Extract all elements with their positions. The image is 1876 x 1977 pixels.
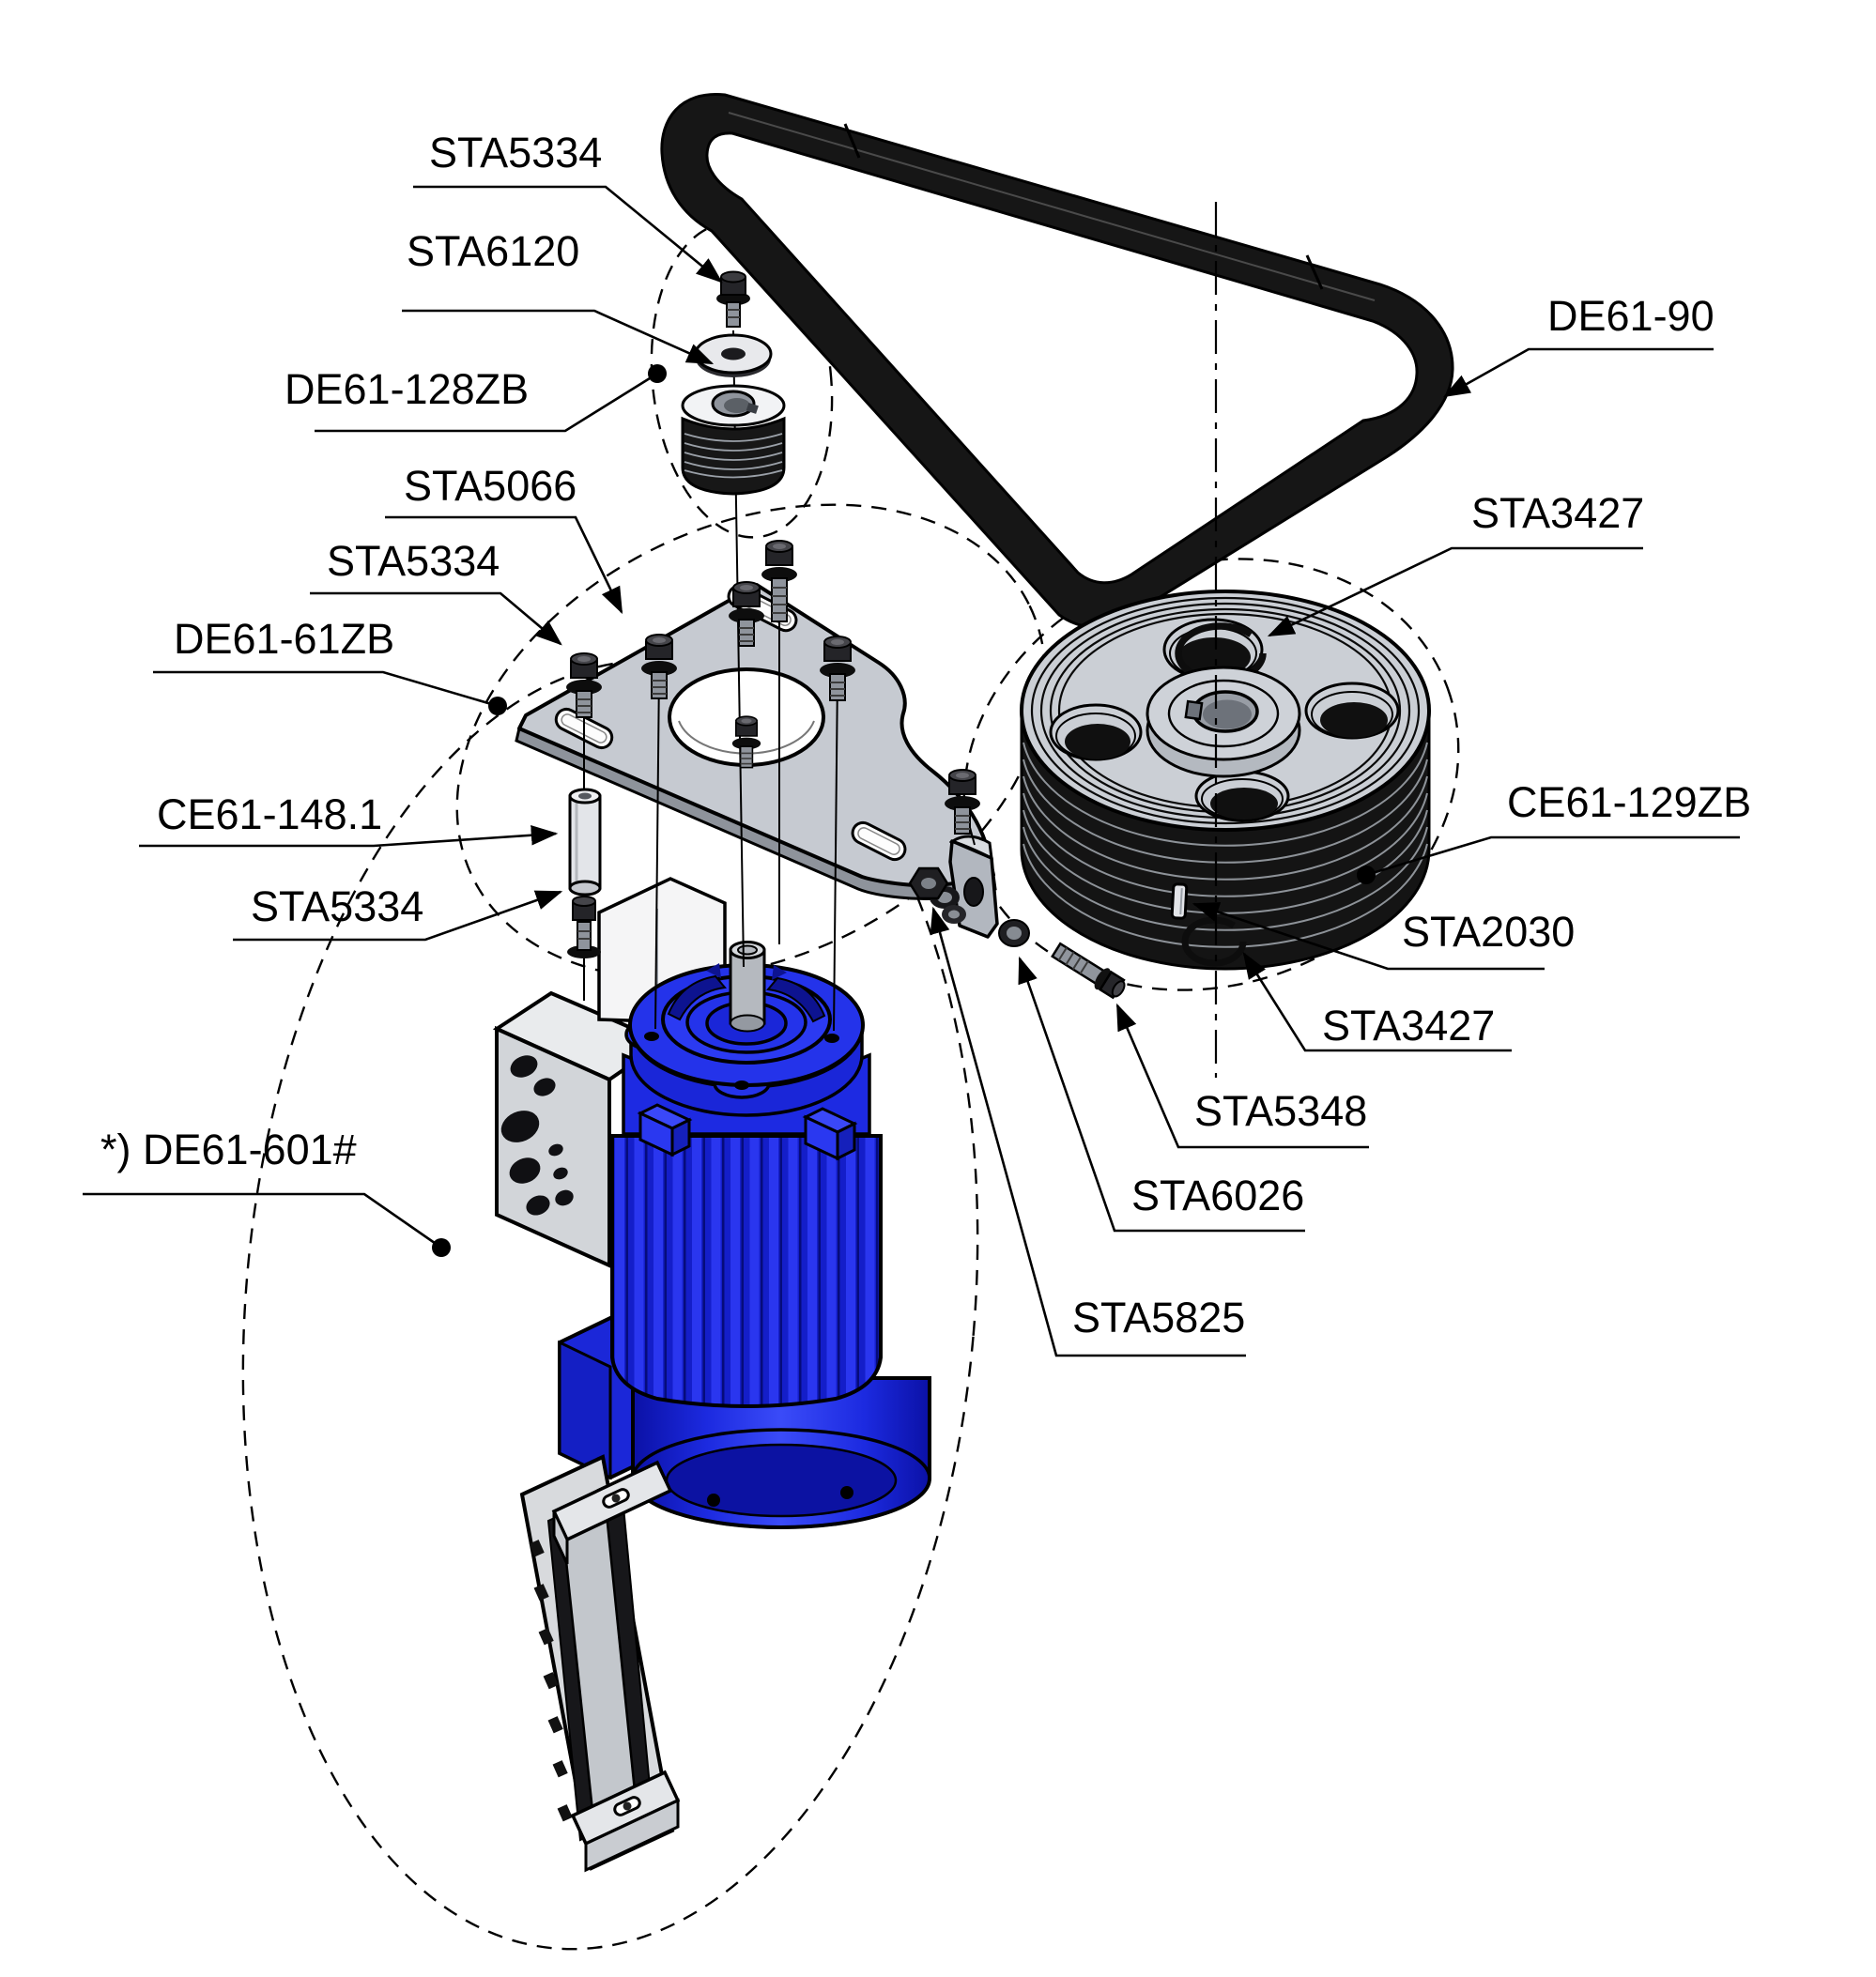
leader-de61-90	[1442, 347, 1714, 398]
label-de61-61zb: DE61-61ZB	[174, 615, 394, 663]
pulley-hole-east	[1304, 682, 1400, 740]
hex-bolt	[1051, 942, 1126, 1000]
motor-fin-section	[610, 1134, 883, 1408]
label-ce61-129zb: CE61-129ZB	[1507, 778, 1751, 826]
leader-dot	[432, 1238, 451, 1257]
motor-face-wing	[667, 974, 727, 1021]
leader-sta5066	[385, 515, 623, 615]
leader-ce61-129zb	[1365, 835, 1740, 877]
leader-sta3427-bottom	[1242, 951, 1512, 1052]
leader-sta5334-bottom	[233, 890, 563, 942]
label-de61-90: DE61-90	[1547, 292, 1715, 340]
pulley-washer	[694, 333, 773, 377]
leader-dot	[488, 697, 507, 715]
label-de61-128zb: DE61-128ZB	[284, 365, 529, 413]
leader-de61-601	[83, 1192, 442, 1249]
leader-sta5334-top	[413, 185, 723, 284]
motor-face-fin	[772, 965, 787, 980]
label-sta2030: STA2030	[1402, 908, 1575, 956]
hex-nut	[908, 866, 949, 900]
label-sta5066: STA5066	[404, 462, 577, 510]
motor-shaft	[729, 941, 766, 1033]
label-ce61-148-1: CE61-148.1	[157, 790, 382, 838]
label-sta5334-bottom: STA5334	[251, 882, 423, 930]
shaft-key	[1170, 882, 1189, 920]
pulley-screw	[716, 270, 750, 328]
leader-de61-61zb	[153, 670, 499, 708]
motor-tie-boss	[802, 1107, 858, 1161]
plate-slot	[851, 820, 907, 862]
motor-lower-cylinder	[631, 1376, 931, 1529]
label-sta3427-bottom: STA3427	[1322, 1002, 1495, 1050]
leader-ce61-148-1	[139, 825, 559, 848]
belt-tick	[1305, 254, 1324, 290]
mounting-rail	[519, 1454, 681, 1873]
leader-dot	[648, 364, 667, 383]
boundary-bracket-group	[455, 503, 1047, 980]
pulley-keyway	[1184, 699, 1204, 721]
motor-face-fin	[706, 963, 721, 978]
label-sta5334-mid: STA5334	[327, 537, 500, 585]
leader-sta5825	[930, 906, 1246, 1357]
electric-motor	[492, 877, 931, 1529]
label-de61-601: *) DE61-601#	[100, 1126, 357, 1173]
label-sta3427-top: STA3427	[1471, 489, 1644, 537]
leader-lines	[83, 185, 1740, 1357]
spacer-sleeve	[568, 788, 602, 897]
rail-top-foot	[551, 1460, 673, 1565]
motor-pulley	[681, 384, 786, 496]
label-sta6026: STA6026	[1131, 1172, 1304, 1219]
leader-sta6120	[402, 309, 715, 365]
leader-sta2030	[1192, 902, 1545, 971]
pulley-hub	[1146, 666, 1301, 778]
leader-sta6026	[1018, 956, 1305, 1233]
label-sta6120: STA6120	[407, 227, 579, 275]
leader-dot	[1357, 866, 1376, 884]
label-sta5348: STA5348	[1194, 1087, 1367, 1135]
part-labels: STA5334 STA6120 DE61-128ZB STA5066 STA53…	[100, 129, 1751, 1341]
motor-pulley-keyway	[746, 402, 759, 414]
rail-bottom-foot	[570, 1770, 681, 1873]
flange-tab-hole	[963, 877, 984, 907]
rail-holes	[529, 1540, 573, 1822]
motor-tie-boss	[637, 1103, 693, 1157]
terminal-box-knockouts	[500, 1055, 574, 1216]
motor-face-wing	[766, 976, 826, 1023]
pulley-hole-south	[1194, 770, 1290, 822]
boundary-motor-group	[241, 659, 979, 1951]
spacer-screw	[567, 896, 601, 958]
leader-sta5348	[1115, 1003, 1369, 1149]
label-sta5334-top: STA5334	[429, 129, 602, 176]
leader-sta5334-mid	[310, 591, 562, 646]
leader-de61-128zb	[315, 372, 658, 433]
spindle-pulley	[1020, 590, 1431, 971]
belt-tick	[843, 123, 861, 159]
belt-edge-highlight	[728, 112, 1376, 301]
flat-washer	[998, 919, 1030, 947]
pulley-hole-west	[1049, 703, 1143, 761]
label-sta5825: STA5825	[1072, 1294, 1245, 1341]
leader-sta3427-top	[1267, 546, 1643, 637]
